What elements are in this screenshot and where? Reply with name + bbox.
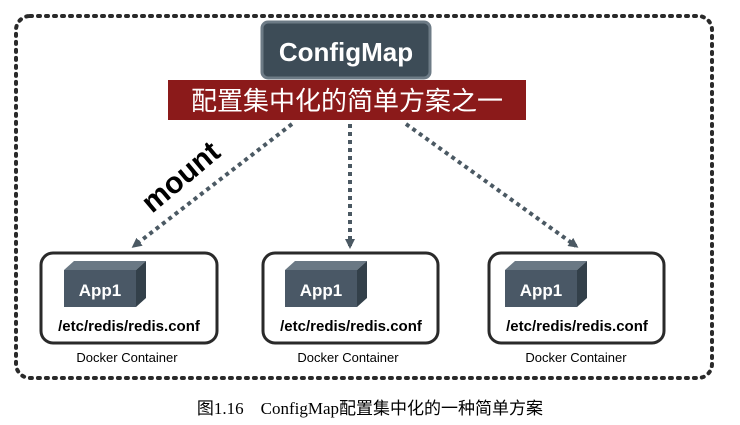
container-label: Docker Container — [76, 350, 178, 365]
docker-container: App1 /etc/redis/redis.conf Docker Contai… — [261, 251, 440, 365]
docker-container: App1 /etc/redis/redis.conf Docker Contai… — [39, 251, 219, 365]
config-path: /etc/redis/redis.conf — [280, 318, 423, 335]
subtitle-background — [168, 80, 526, 120]
configmap-box — [260, 20, 432, 80]
app-label: App1 — [300, 281, 343, 300]
mount-label: mount — [135, 135, 226, 219]
config-path: /etc/redis/redis.conf — [58, 318, 201, 335]
dotted-arrow-icon — [404, 122, 579, 248]
container-label: Docker Container — [525, 350, 627, 365]
configmap-node: ConfigMap — [260, 20, 432, 80]
figure-caption: 图1.16 ConfigMap配置集中化的一种简单方案 — [197, 399, 543, 418]
config-path: /etc/redis/redis.conf — [506, 318, 649, 335]
docker-container: App1 /etc/redis/redis.conf Docker Contai… — [487, 251, 666, 365]
cube-icon: App1 — [505, 261, 587, 307]
container-label: Docker Container — [297, 350, 399, 365]
outer-dotted-frame — [14, 14, 714, 380]
cube-icon: App1 — [285, 261, 367, 307]
dotted-arrow-icon — [131, 122, 294, 248]
configmap-title: ConfigMap — [279, 37, 413, 67]
app-label: App1 — [520, 281, 563, 300]
subtitle-text: 配置集中化的简单方案之一 — [191, 86, 503, 116]
cube-icon: App1 — [64, 261, 146, 307]
app-label: App1 — [79, 281, 122, 300]
subtitle-banner: 配置集中化的简单方案之一 — [168, 80, 526, 120]
